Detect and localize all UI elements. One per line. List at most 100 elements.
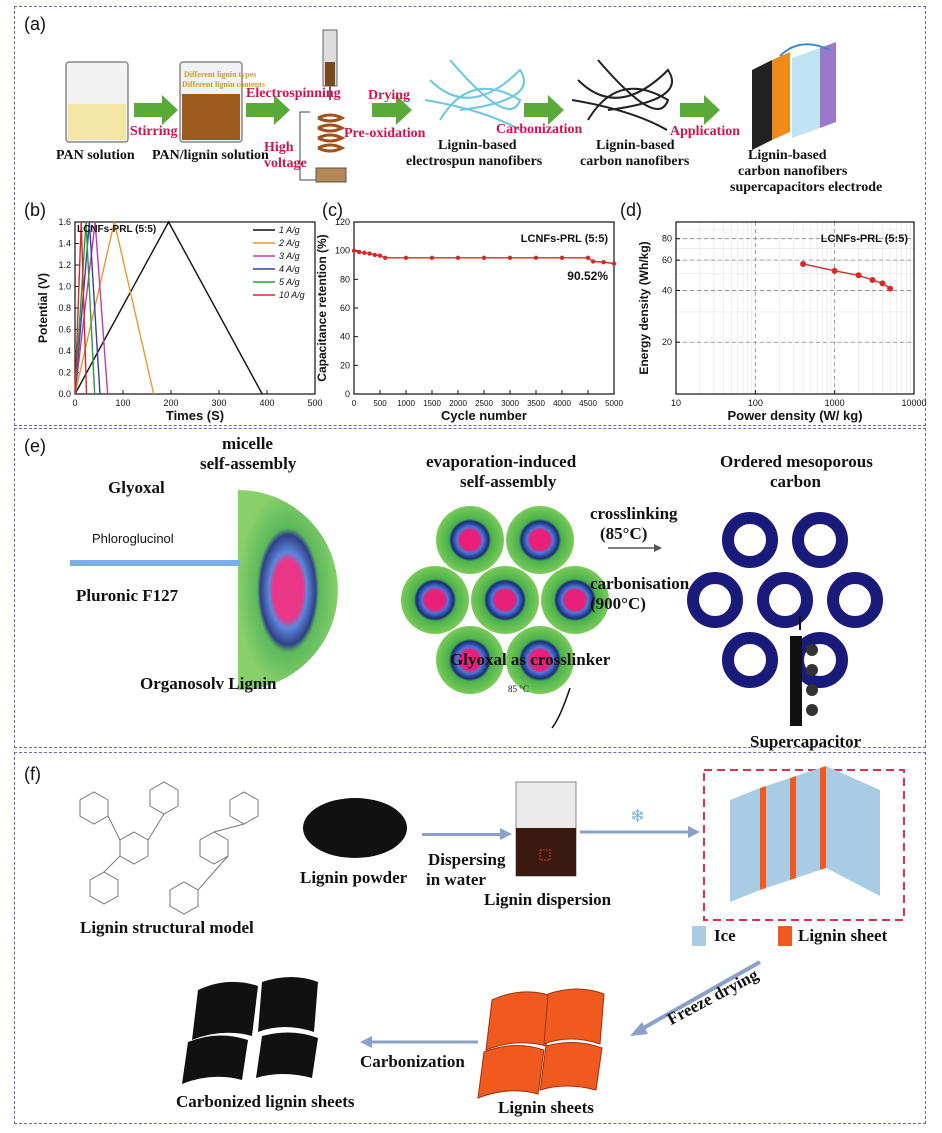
label-omc-2: carbon	[770, 472, 821, 491]
pluronic-chain	[70, 560, 240, 566]
data-point	[351, 248, 357, 253]
supercapacitor-electrode-image	[752, 42, 836, 150]
label-glyoxal: Glyoxal	[108, 478, 165, 497]
y-tick-label: 120	[335, 217, 350, 227]
label-glyoxal-crosslinker: Glyoxal as crosslinker	[450, 650, 611, 669]
label-lignin-sheet: Lignin sheet	[798, 926, 888, 945]
data-point	[601, 259, 606, 265]
data-point	[879, 280, 886, 287]
mesoporous-carbon-array	[687, 512, 883, 688]
x-tick-label: 3500	[527, 399, 545, 408]
data-point	[429, 255, 435, 261]
x-tick-label: 1000	[397, 399, 415, 408]
data-point	[800, 260, 807, 267]
x-tick-label: 3000	[501, 399, 519, 408]
panel-label-c: (c)	[322, 200, 343, 220]
x-axis-label: Times (S)	[166, 408, 224, 423]
label-high-voltage: High voltage	[264, 140, 307, 172]
green-arrow-4	[524, 95, 564, 125]
data-point	[403, 255, 409, 261]
lignin-powder-image	[303, 798, 407, 858]
label-micelle: micelle	[222, 434, 273, 453]
panel-label-e: (e)	[24, 436, 46, 456]
data-point	[611, 261, 617, 266]
lignin-dispersion-vial	[515, 781, 577, 877]
label-drying: Drying	[368, 88, 410, 103]
label-stirring: Stirring	[130, 124, 178, 139]
label-supercapacitor: Supercapacitor	[750, 732, 862, 751]
x-tick-label: 500	[373, 399, 387, 408]
y-tick-label: 80	[340, 274, 350, 284]
series-line	[74, 221, 96, 395]
snowflake-icon: ❄	[630, 806, 645, 826]
legend-label: 2 A/g	[278, 238, 300, 248]
x-tick-label: 100	[748, 398, 763, 408]
label-sc-1: Lignin-based	[748, 148, 827, 163]
panel-label-d: (d)	[620, 200, 642, 220]
data-point	[367, 251, 372, 256]
panel-abcd	[14, 6, 926, 426]
y-axis-label: Capacitance retention (%)	[315, 234, 329, 381]
label-pluronic: Pluronic F127	[76, 586, 179, 605]
x-axis-label: Power density (W/ kg)	[727, 408, 862, 423]
label-pre-oxidation: Pre-oxidation	[344, 126, 426, 141]
y-tick-label: 20	[340, 360, 350, 370]
x-tick-label: 10000	[901, 398, 926, 408]
label-sc-2: carbon nanofibers	[738, 164, 848, 179]
panel-label-f: (f)	[24, 764, 41, 784]
ice-lignin-layers	[730, 766, 880, 902]
x-axis-label: Cycle number	[441, 408, 527, 423]
y-axis-label: Energy density (Wh/kg)	[637, 241, 651, 374]
label-self-assembly: self-assembly	[200, 454, 297, 473]
x-tick-label: 300	[211, 398, 226, 408]
label-carbon-nf-1: Lignin-based	[596, 138, 675, 153]
green-arrow-2	[246, 95, 290, 125]
x-tick-label: 100	[115, 398, 130, 408]
y-tick-label: 100	[335, 246, 350, 256]
label-phloroglucinol: Phloroglucinol	[92, 531, 174, 546]
label-carbonisation-temp: (900°C)	[590, 594, 646, 613]
y-tick-label: 0	[345, 389, 350, 399]
lignin-sheets-image	[477, 988, 605, 1099]
label-electrospinning: Electrospinning	[246, 86, 341, 101]
x-tick-label: 10	[671, 398, 681, 408]
label-powder: Lignin powder	[300, 868, 408, 887]
label-ice: Ice	[714, 926, 736, 945]
y-tick-label: 60	[662, 255, 672, 265]
data-point	[507, 255, 513, 261]
data-point	[855, 272, 862, 279]
pan-solution-beaker	[65, 61, 129, 143]
x-tick-label: 4500	[579, 399, 597, 408]
y-tick-label: 40	[340, 332, 350, 342]
micelle-half	[238, 490, 338, 690]
y-axis-label: Potential (V)	[36, 273, 50, 343]
legend-label: 3 A/g	[279, 251, 300, 261]
data-point	[533, 255, 539, 261]
y-tick-label: 0.2	[58, 368, 71, 378]
supercapacitor-stack	[790, 636, 818, 726]
data-point	[591, 259, 596, 264]
series-line	[74, 221, 101, 395]
y-tick-label: 20	[662, 337, 672, 347]
legend-label: 4 A/g	[279, 264, 300, 274]
label-crosslinking: crosslinking	[590, 504, 678, 523]
panel-f	[14, 752, 926, 1124]
label-pan-solution: PAN solution	[56, 148, 135, 163]
x-tick-label: 0	[352, 399, 357, 408]
x-tick-label: 0	[72, 398, 77, 408]
label-application: Application	[670, 124, 741, 139]
data-point	[585, 255, 591, 261]
freeze-casting-box	[703, 769, 905, 921]
x-tick-label: 2000	[449, 399, 467, 408]
series-line	[74, 220, 263, 395]
series-line	[74, 221, 109, 395]
legend-lignin-swatch	[778, 926, 792, 946]
legend-ice-swatch	[692, 926, 706, 946]
y-tick-label: 0.4	[58, 346, 71, 356]
data-point	[377, 253, 383, 258]
carbon-nanofibers-image	[571, 59, 673, 131]
label-carbonization-a: Carbonization	[496, 122, 583, 137]
series-line	[74, 221, 155, 395]
x-tick-label: 1500	[423, 399, 441, 408]
